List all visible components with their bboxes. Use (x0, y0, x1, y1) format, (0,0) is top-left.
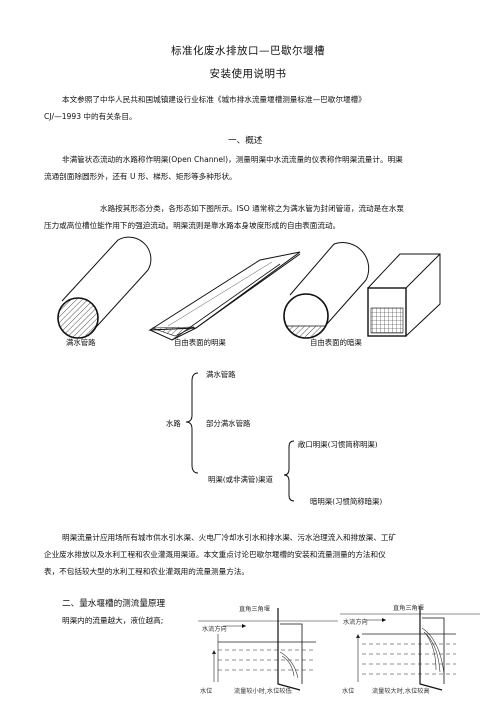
open-channel-drawing (148, 251, 301, 341)
section-1-heading: 一、概述 (228, 136, 263, 146)
left-water-level: 水位 (200, 688, 213, 695)
left-flow-direction: 水流方向 (202, 626, 227, 633)
s1-p2-line-2: 压力或高位槽位能作用下的强迫流动。明渠流则是靠水路本身坡度形成的自由表面流动。 (44, 221, 341, 230)
s1-p3-line-1: 明渠流量计应用场所有城市供水引水渠、火电厂冷却水引水和排水渠、污水治理流入和排放… (62, 533, 397, 542)
tree-water-route: 水路 (166, 419, 181, 428)
tree-culvert: 暗明渠(习惯简称暗渠) (310, 497, 383, 506)
section-1-paragraph-1: 非满管状态流动的水路称作明渠(Open Channel)，测量明渠中水流流量的仪… (44, 151, 462, 185)
classification-braces (185, 372, 295, 502)
document-subtitle: 安装使用说明书 (209, 68, 287, 80)
weir-figure-left (198, 608, 338, 691)
tree-non-full-channel: 明渠(或非满管)渠道 (208, 475, 273, 484)
s1-p3-line-3: 表，不包括较大型的水利工程和农业灌溉用的流量测量方法。 (44, 567, 250, 576)
s1-p2-line-1: 水路按其形态分类，各形态如下图所示。ISO 通常称之为满水管为封闭管道，流动是在… (100, 204, 405, 213)
left-weir-title: 直角三角堰 (239, 606, 270, 613)
intro-paragraph: 本文参照了中华人民共和国城镇建设行业标准《城市排水流量堰槽测量标准—巴歇尔堰槽》… (44, 91, 462, 125)
section-1-paragraph-3: 明渠流量计应用场所有城市供水引水渠、火电厂冷却水引水和排水渠、污水治理流入和排放… (44, 529, 462, 580)
label-culvert: 自由表面的暗渠 (310, 338, 362, 347)
section-2-heading: 二、量水堰槽的测流量原理 (62, 599, 166, 609)
document-title: 标准化废水排放口—巴歇尔堰槽 (171, 45, 325, 57)
right-water-level: 水位 (342, 688, 355, 695)
full-pipe-drawing (57, 236, 152, 339)
right-caption: 流量较大时,水位较高 (372, 688, 430, 695)
label-open-channel: 自由表面的明渠 (174, 338, 226, 347)
s1-p1-line-1: 非满管状态流动的水路称作明渠(Open Channel)，测量明渠中水流流量的仪… (62, 155, 403, 164)
right-weir-title: 直角三角堰 (393, 605, 424, 612)
culvert-drawing (283, 242, 370, 339)
s1-p1-line-2: 流通剖面除圆形外，还有 U 形、梯形、矩形等多种形状。 (44, 172, 237, 181)
section-1-paragraph-2: 水路按其形态分类，各形态如下图所示。ISO 通常称之为满水管为封闭管道，流动是在… (44, 200, 462, 234)
tree-full-pipe: 满水管路 (206, 370, 236, 379)
label-full-pipe: 满水管路 (66, 338, 96, 347)
section-2-paragraph-1: 明渠内的流量越大，液位越高; (62, 616, 164, 625)
intro-line-1: 本文参照了中华人民共和国城镇建设行业标准《城市排水流量堰槽测量标准—巴歇尔堰槽》 (62, 95, 366, 104)
box-culvert-drawing (367, 253, 441, 337)
right-flow-direction: 水流方向 (343, 619, 368, 626)
channel-shapes-figure (57, 236, 441, 341)
s1-p3-line-2: 企业废水排放以及水利工程和农业灌溉用渠道。本文重点讨论巴歇尔堰槽的安装和流量测量… (44, 550, 386, 559)
tree-partial-pipe: 部分满水管路 (206, 419, 251, 428)
tree-open-channel: 敞口明渠(习惯简称明渠) (298, 440, 378, 449)
intro-line-2: CJ/—1993 中的有关条目。 (44, 112, 137, 121)
weir-figure-right (340, 606, 480, 691)
left-caption: 流量较小时,水位较低 (234, 688, 292, 695)
